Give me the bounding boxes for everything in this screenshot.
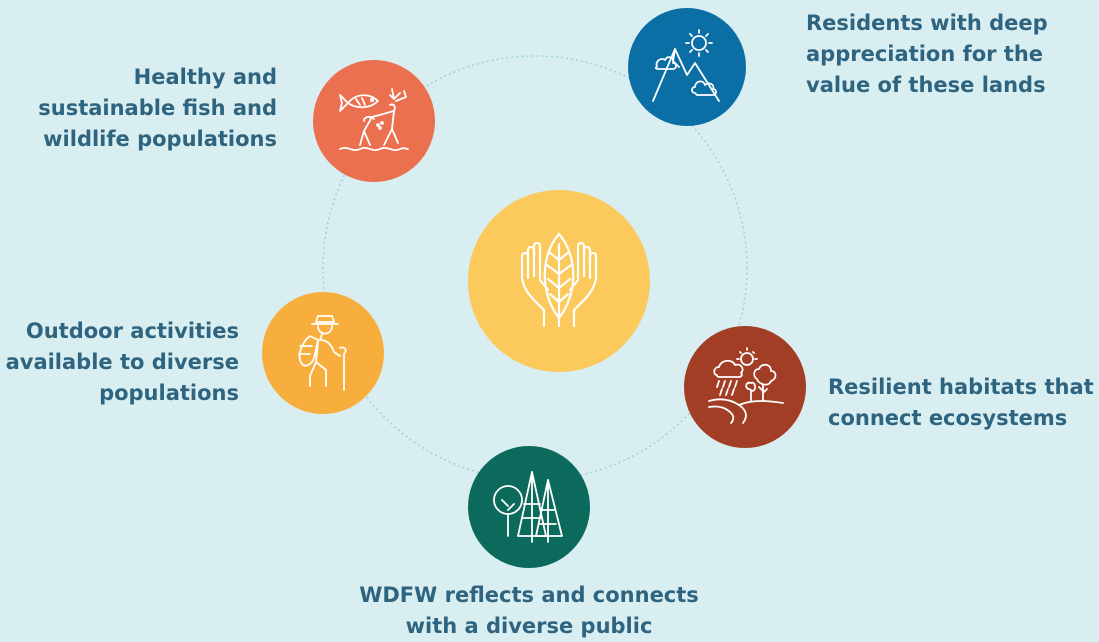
- label-line: appreciation for the: [806, 42, 1044, 66]
- hiker-icon: [298, 315, 347, 391]
- resilient-label: Resilient habitats that connect ecosyste…: [828, 372, 1094, 434]
- wdfw-circle: [468, 446, 590, 568]
- center-circle: [468, 190, 650, 372]
- outdoor-label: Outdoor activities available to diverse …: [6, 316, 239, 409]
- mountain-sun-icon: [652, 29, 720, 102]
- fish-deer-icon: [339, 88, 409, 152]
- label-line: with a diverse public: [405, 614, 653, 638]
- label-line: connect ecosystems: [828, 406, 1068, 430]
- hands-leaf-icon: [520, 232, 598, 328]
- resilient-circle: [684, 326, 806, 448]
- residents-circle: [628, 8, 746, 126]
- wdfw-label: WDFW reflects and connects with a divers…: [329, 580, 729, 642]
- label-line: available to diverse: [5, 350, 239, 374]
- label-line: Outdoor activities: [25, 319, 239, 343]
- outdoor-circle: [262, 292, 384, 414]
- label-line: Resilient habitats that: [828, 375, 1094, 399]
- residents-label: Residents with deep appreciation for the…: [806, 8, 1048, 101]
- label-line: wildlife populations: [43, 127, 277, 151]
- label-line: value of these lands: [806, 73, 1046, 97]
- trees-icon: [493, 471, 563, 543]
- fish-wildlife-label: Healthy and sustainable fish and wildlif…: [38, 62, 277, 155]
- label-line: WDFW reflects and connects: [359, 583, 699, 607]
- label-line: sustainable fish and: [38, 96, 277, 120]
- fish-wildlife-circle: [313, 60, 435, 182]
- label-line: populations: [99, 381, 239, 405]
- label-line: Residents with deep: [806, 11, 1048, 35]
- label-line: Healthy and: [133, 65, 277, 89]
- habitat-icon: [708, 347, 784, 424]
